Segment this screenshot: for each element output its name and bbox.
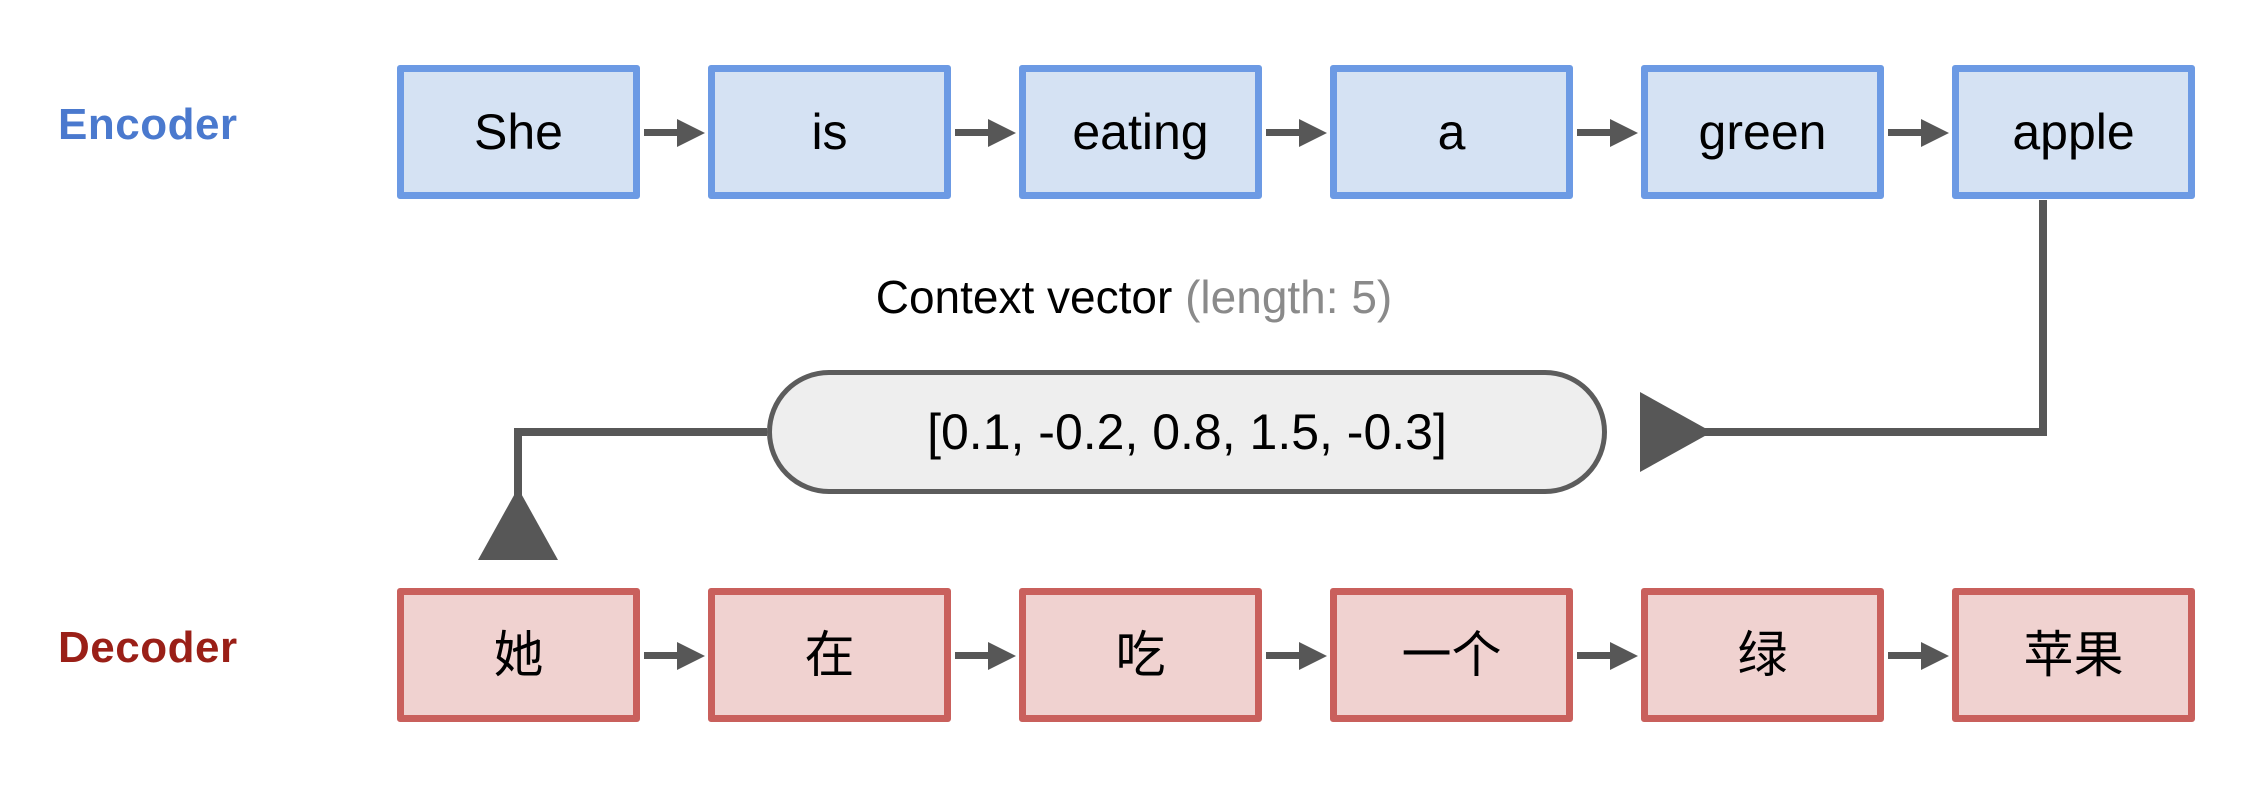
encoder-token-2[interactable]: eating bbox=[1019, 65, 1262, 199]
decoder-token-4[interactable]: 绿 bbox=[1641, 588, 1884, 722]
encoder-token-2-label: eating bbox=[1072, 104, 1209, 160]
decoder-token-5[interactable]: 苹果 bbox=[1952, 588, 2195, 722]
decoder-token-1-label: 在 bbox=[804, 627, 855, 683]
context-vector-pill[interactable]: [0.1, -0.2, 0.8, 1.5, -0.3] bbox=[767, 370, 1607, 494]
decoder-token-3[interactable]: 一个 bbox=[1330, 588, 1573, 722]
decoder-token-0-label: 她 bbox=[493, 627, 544, 683]
decoder-arrow-2-icon bbox=[1262, 640, 1330, 670]
decoder-token-row: 她 在 吃 一个 绿 苹果 bbox=[397, 588, 2195, 722]
encoder-token-1-label: is bbox=[811, 104, 848, 160]
encoder-token-5-label: apple bbox=[2012, 104, 2135, 160]
context-vector-caption: Context vector (length: 5) bbox=[0, 270, 2268, 324]
context-vector-caption-length: (length: 5) bbox=[1172, 271, 1393, 323]
encoder-arrow-4-icon bbox=[1884, 117, 1952, 147]
decoder-token-4-label: 绿 bbox=[1737, 627, 1788, 683]
decoder-arrow-3-icon bbox=[1573, 640, 1641, 670]
encoder-row-label: Encoder bbox=[58, 100, 238, 149]
context-vector-caption-main: Context vector bbox=[875, 271, 1173, 323]
decoder-token-3-label: 一个 bbox=[1401, 627, 1502, 683]
encoder-arrow-2-icon bbox=[1262, 117, 1330, 147]
context-vector-value: [0.1, -0.2, 0.8, 1.5, -0.3] bbox=[927, 404, 1447, 460]
decoder-token-2-label: 吃 bbox=[1115, 627, 1166, 683]
decoder-arrow-1-icon bbox=[951, 640, 1019, 670]
decoder-row-label: Decoder bbox=[58, 623, 238, 672]
encoder-token-row: She is eating a green apple bbox=[397, 65, 2195, 199]
decoder-arrow-4-icon bbox=[1884, 640, 1952, 670]
decoder-token-5-label: 苹果 bbox=[2023, 627, 2124, 683]
encoder-token-4[interactable]: green bbox=[1641, 65, 1884, 199]
encoder-token-3[interactable]: a bbox=[1330, 65, 1573, 199]
encoder-token-5[interactable]: apple bbox=[1952, 65, 2195, 199]
encoder-token-3-label: a bbox=[1437, 104, 1466, 160]
encoder-token-1[interactable]: is bbox=[708, 65, 951, 199]
encoder-arrow-3-icon bbox=[1573, 117, 1641, 147]
decoder-token-2[interactable]: 吃 bbox=[1019, 588, 1262, 722]
decoder-token-1[interactable]: 在 bbox=[708, 588, 951, 722]
decoder-token-0[interactable]: 她 bbox=[397, 588, 640, 722]
encoder-token-4-label: green bbox=[1698, 104, 1827, 160]
encoder-token-0-label: She bbox=[474, 104, 563, 160]
decoder-arrow-0-icon bbox=[640, 640, 708, 670]
encoder-token-0[interactable]: She bbox=[397, 65, 640, 199]
context-to-decoder-arrow bbox=[478, 428, 767, 560]
encoder-arrow-1-icon bbox=[951, 117, 1019, 147]
encoder-arrow-0-icon bbox=[640, 117, 708, 147]
